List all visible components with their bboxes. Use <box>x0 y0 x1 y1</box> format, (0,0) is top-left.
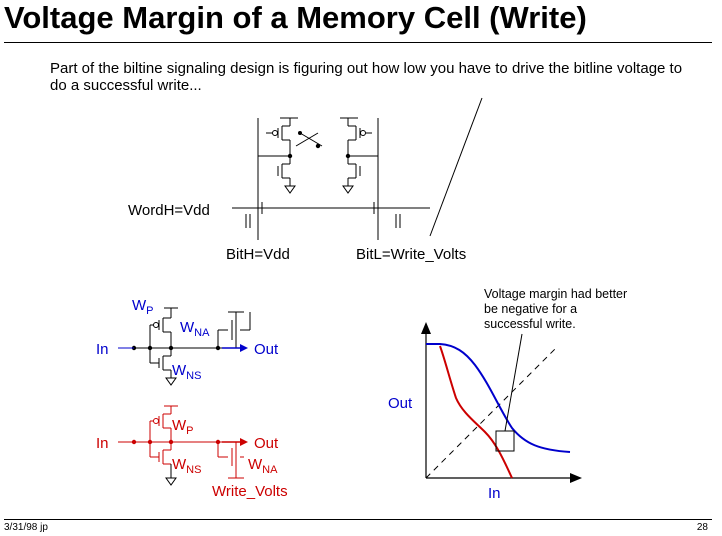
read-in-label: In <box>96 341 109 358</box>
write-gate-node <box>147 439 153 445</box>
write-wp-label: WP <box>172 417 194 437</box>
wordline-label: WordH=Vdd <box>128 202 210 219</box>
bith-label: BitH=Vdd <box>226 246 290 263</box>
vtc-margin-box <box>495 430 515 452</box>
read-drain-node <box>168 345 174 351</box>
write-circuit-ground <box>165 464 177 486</box>
vtc-y-arrow <box>421 322 431 334</box>
footer-page-number: 28 <box>696 522 708 533</box>
write-volts-label: Write_Volts <box>212 483 288 500</box>
vtc-plot <box>421 322 582 483</box>
write-in-label: In <box>96 435 109 452</box>
title-divider <box>4 42 712 43</box>
write-out-label: Out <box>254 435 279 452</box>
vtc-unity-line <box>425 345 559 479</box>
page-title: Voltage Margin of a Memory Cell (Write) <box>4 0 587 35</box>
read-out-arrow <box>240 344 248 352</box>
vtc-annotation-line-2: be negative for a <box>484 302 577 316</box>
vtc-annotation-line-3: successful write. <box>484 317 576 331</box>
bitl-pointer <box>429 97 483 237</box>
cell-node-cross <box>315 143 321 149</box>
cell-node-right <box>345 153 351 159</box>
read-wns-label: WNS <box>172 362 201 382</box>
read-out-label: Out <box>254 341 279 358</box>
write-circuit <box>134 405 244 479</box>
sram-cell-schematic <box>232 117 430 240</box>
vtc-x-arrow <box>570 473 582 483</box>
write-out-arrow <box>240 438 248 446</box>
footer-date: 3/31/98 jp <box>4 522 48 533</box>
cell-node-gate-left <box>298 131 302 135</box>
read-out-node <box>215 345 221 351</box>
write-drain-node <box>168 439 174 445</box>
write-wns-label: WNS <box>172 456 201 476</box>
intro-text: Part of the biltine signaling design is … <box>50 60 683 94</box>
vtc-annotation-pointer <box>504 333 523 432</box>
sram-cell-nodes <box>287 131 351 159</box>
vtc-read-curve <box>426 343 571 453</box>
vtc-annotation-line-1: Voltage margin had better <box>484 287 627 301</box>
vtc-y-label: Out <box>388 395 413 412</box>
write-wna-label: WNA <box>248 456 278 476</box>
vtc-x-label: In <box>488 485 501 502</box>
read-wna-label: WNA <box>180 319 210 339</box>
read-gate-node <box>147 345 153 351</box>
bitl-label: BitL=Write_Volts <box>356 246 466 263</box>
read-wp-label: WP <box>132 297 154 317</box>
footer-divider <box>4 519 712 520</box>
write-out-node <box>215 439 221 445</box>
cell-node-left <box>287 153 293 159</box>
